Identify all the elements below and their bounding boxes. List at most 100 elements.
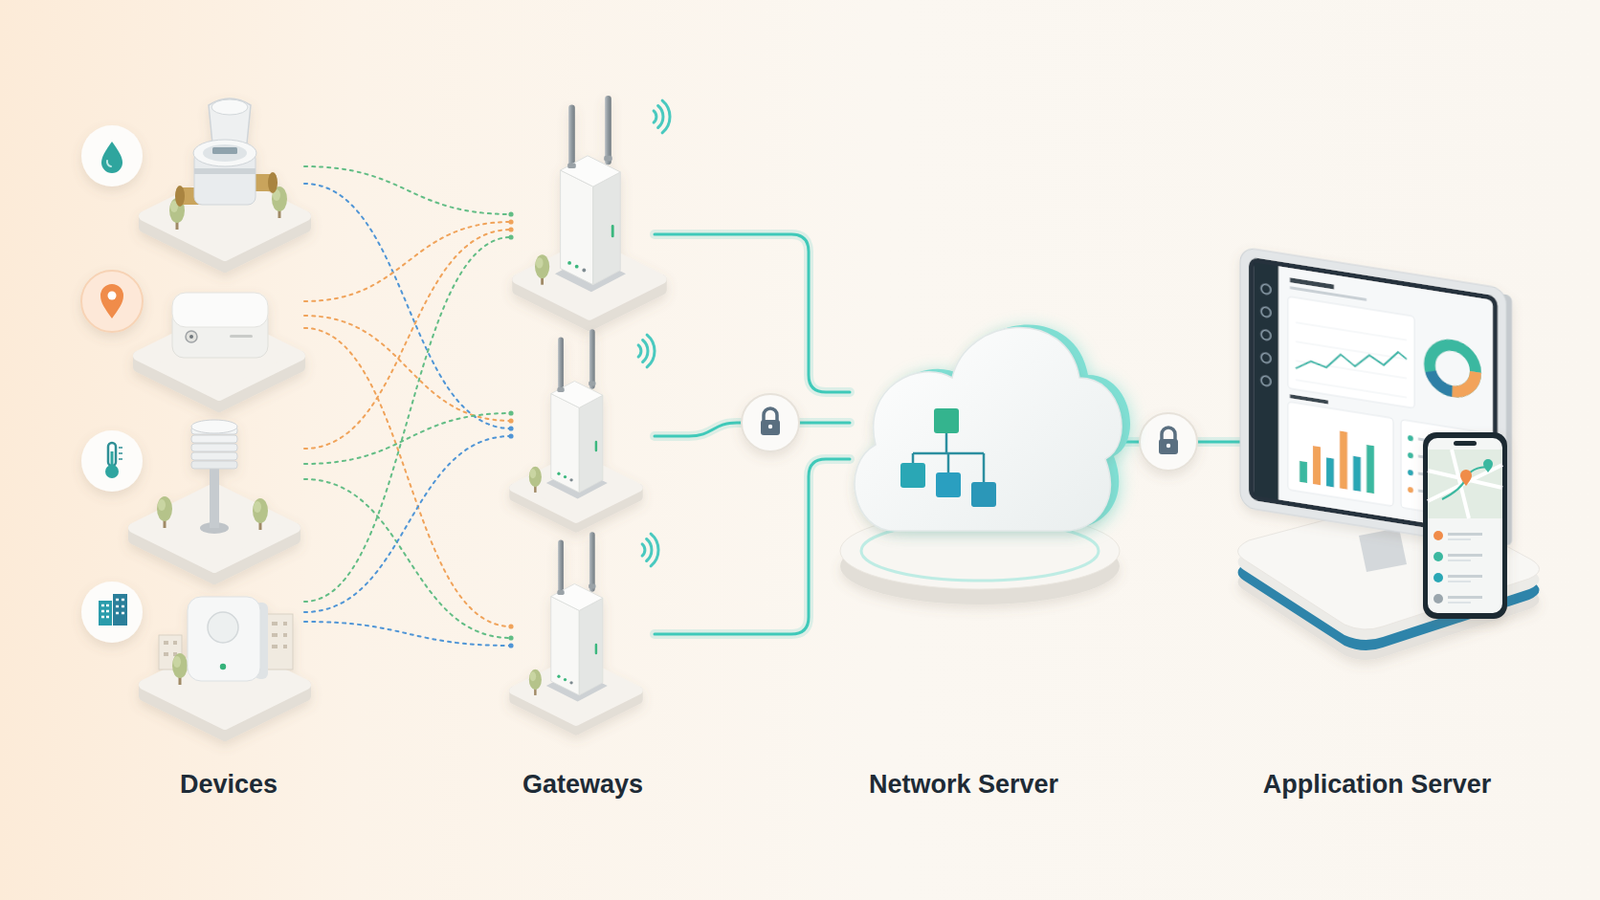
monitor-part [1299, 461, 1308, 484]
node-label: Application Server [1173, 768, 1581, 801]
monitor-part [1339, 430, 1348, 489]
phone-part [1433, 573, 1444, 583]
building-icon-part [112, 594, 128, 626]
link-end-dot [508, 211, 513, 217]
building-sensor-part [207, 612, 239, 644]
link-line [304, 183, 512, 429]
building-sensor-part [163, 643, 178, 655]
building-icon-part [81, 581, 143, 644]
monitor-part [1429, 341, 1476, 396]
link-line [304, 328, 512, 627]
link-end-dot [508, 418, 513, 423]
radio-links [304, 166, 514, 649]
temperature-icon-part [111, 451, 114, 469]
monitor-part [1288, 401, 1394, 507]
building-sensor-part [187, 597, 261, 682]
monitor-part [1353, 456, 1361, 492]
gateway-column: Gateways [511, 86, 655, 814]
building-icon-part [98, 600, 112, 626]
gateway-3 [512, 532, 639, 732]
cloud-server [840, 324, 1132, 605]
monitor-part [1240, 246, 1507, 550]
link-end-dot [508, 219, 513, 224]
node-label: Network Server [782, 768, 1145, 801]
gateway-2-part [512, 329, 639, 529]
node-label: Devices [86, 768, 372, 801]
link-glow [654, 234, 850, 393]
weather-sensor-part [191, 420, 238, 434]
water-meter-part [193, 139, 257, 167]
link-end-dot [508, 425, 513, 431]
link-end-dot [508, 234, 513, 240]
link-line [304, 413, 512, 465]
weather-sensor-part [156, 496, 173, 529]
temperature-icon [81, 430, 143, 492]
phone-part [1427, 449, 1503, 519]
monitor-part [1407, 487, 1414, 494]
phone [1422, 432, 1508, 620]
weather-sensor-part [252, 498, 268, 531]
water-meter-part [175, 185, 185, 207]
cloud-server-part [854, 327, 1122, 532]
monitor-part [1261, 283, 1271, 295]
temperature-icon-part [118, 447, 123, 460]
weather-sensor-part [191, 444, 238, 452]
tracker-device-part [189, 334, 194, 339]
building-sensor-part [172, 653, 188, 686]
weather-sensor-part [191, 452, 238, 461]
tracker-device-part [172, 292, 268, 328]
illustration-part [653, 100, 670, 134]
monitor-part [1312, 445, 1321, 486]
gateway-1 [516, 95, 663, 327]
monitor-part [1261, 329, 1271, 341]
building-icon [81, 581, 143, 644]
monitor-part [1261, 352, 1271, 364]
phone-part [1422, 432, 1508, 620]
link-end-dot [508, 433, 513, 439]
cloud-server-part [935, 472, 961, 498]
link-line [304, 315, 512, 422]
phone-part [1433, 594, 1444, 604]
phone-part [1460, 469, 1472, 487]
location-icon [81, 270, 143, 333]
illustration-part [642, 533, 659, 567]
location-icon-part [100, 284, 124, 319]
gateway-1-part [516, 95, 663, 327]
cloud-server-part [971, 482, 997, 508]
backhaul-links [654, 234, 850, 635]
temperature-icon-part [81, 430, 143, 492]
building-sensor-part [220, 664, 226, 670]
link-line [304, 166, 512, 215]
weather-sensor-part [191, 435, 238, 444]
illustration-part [1139, 413, 1198, 471]
water-meter-part [212, 147, 238, 155]
phone-part [1483, 459, 1493, 473]
cloud-server-part [900, 463, 926, 489]
phone-part [1442, 466, 1490, 500]
monitor-part [1366, 444, 1375, 494]
device-column: Devices [153, 86, 305, 814]
monitor-part [1407, 435, 1414, 443]
monitor-part [1407, 469, 1414, 477]
application-server: Application Server [1240, 229, 1514, 814]
link-end-dot [508, 410, 513, 416]
location-icon-part [108, 291, 117, 301]
link-end-dot [508, 623, 513, 629]
link-end-dot [508, 226, 513, 232]
monitor-part [1295, 335, 1407, 386]
weather-sensor [133, 420, 296, 580]
phone-part [1427, 449, 1503, 519]
water-meter-part [202, 144, 247, 162]
link-line [304, 222, 512, 302]
illustration-part [741, 394, 800, 452]
water-meter-part [211, 99, 248, 115]
water-meter [143, 98, 307, 268]
phone-part [1447, 596, 1483, 600]
water-meter-part [267, 172, 278, 194]
phone-part [1447, 575, 1483, 578]
monitor-part [1253, 262, 1279, 500]
monitor-part [1295, 322, 1407, 398]
monitor-part [1326, 457, 1334, 488]
